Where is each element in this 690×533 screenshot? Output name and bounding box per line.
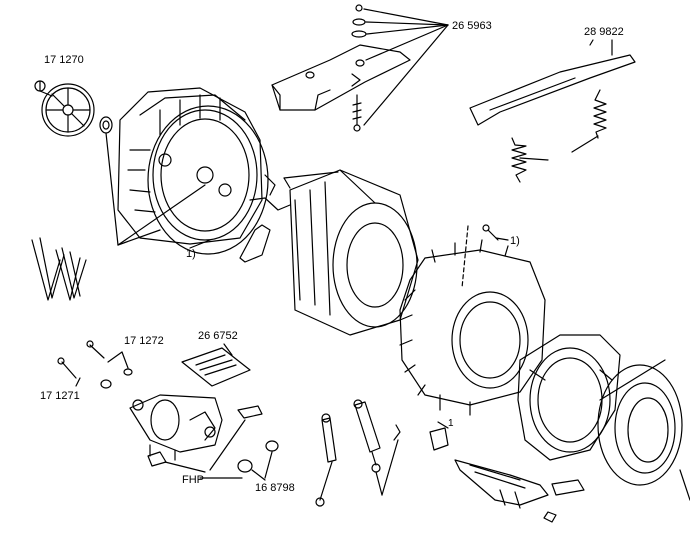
label-mark-1: 1 <box>448 418 454 429</box>
callout-lines-265963 <box>363 8 449 126</box>
rear-tub-half <box>117 87 263 245</box>
drive-belt <box>31 237 87 301</box>
motor-screws <box>57 340 133 389</box>
shock-absorbers <box>315 399 401 507</box>
label-note-left: 1) <box>186 248 196 260</box>
label-note-right: 1) <box>510 235 520 247</box>
drive-motor <box>129 394 223 461</box>
door-gasket <box>517 334 621 461</box>
label-171272: 17 1272 <box>124 335 164 347</box>
label-289822: 28 9822 <box>584 26 624 38</box>
label-fhp: FHP <box>182 474 204 486</box>
washing-drum <box>289 169 419 336</box>
motor-bushing <box>237 440 279 481</box>
manual-sheet <box>181 343 251 387</box>
suspension-bracket <box>469 39 636 126</box>
front-tub-half <box>399 239 546 416</box>
label-168798: 16 8798 <box>255 482 295 494</box>
label-171270: 17 1270 <box>44 54 84 66</box>
drum-pulley <box>41 83 95 137</box>
bearing-washer <box>99 116 113 134</box>
pulley-bolt <box>34 80 53 97</box>
heater-sensor <box>429 421 449 451</box>
label-171271: 17 1271 <box>40 390 80 402</box>
drum-spider <box>239 171 339 263</box>
label-266752: 26 6752 <box>198 330 238 342</box>
door-ring <box>597 359 690 501</box>
tub-seal-ring <box>147 105 269 255</box>
heater-element <box>454 459 585 523</box>
callout-lines-left <box>105 132 211 249</box>
assembly-axis <box>461 225 469 289</box>
suspension-springs <box>511 89 607 183</box>
carbon-brushes <box>147 405 263 473</box>
label-265963: 26 5963 <box>452 20 492 32</box>
counterweight <box>271 44 411 111</box>
counterweight-fasteners <box>351 4 367 132</box>
front-tub-bolt <box>482 224 509 241</box>
